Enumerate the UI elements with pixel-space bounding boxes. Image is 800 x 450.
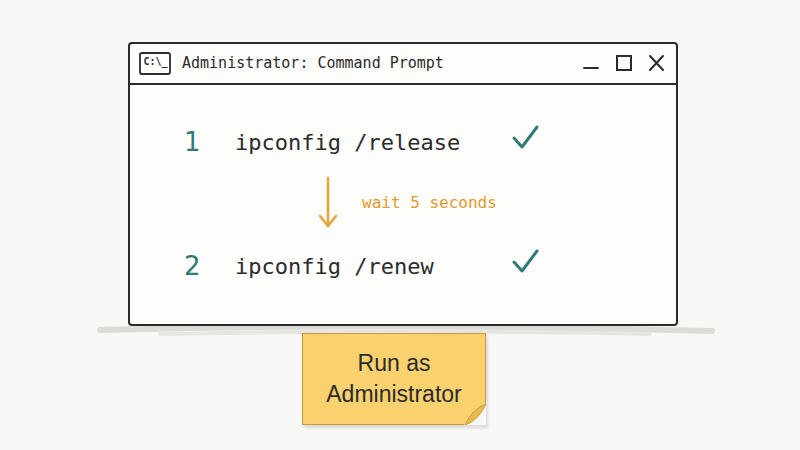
command-text: ipconfig /release [235,130,460,155]
wait-arrow [320,178,336,226]
close-button [650,56,663,70]
note-fold-shape [464,403,486,425]
edge-label: wait 5 seconds [362,193,497,212]
command-window: Administrator: Command Prompt1ipconfig /… [128,42,678,326]
window-title: Administrator: Command Prompt [182,54,444,72]
note-fold [464,403,486,425]
note-text: Run as Administrator [311,348,477,410]
check-mark [514,127,537,147]
sticky-note: Run as Administrator [302,333,486,425]
arrow-line [327,178,330,226]
window-fill [129,43,677,325]
maximize-button [617,56,631,70]
terminal-icon [140,53,170,74]
command-step: 2ipconfig /renew [180,246,434,286]
minimize-button [584,67,598,69]
note-fold-flap [465,404,486,425]
arrow-head [320,216,336,226]
title-bar-line [129,83,677,85]
icon-label: C:\_ [143,56,168,67]
step-number: 1 [180,127,235,157]
command-text: ipconfig /renew [235,254,434,279]
step-number: 2 [180,251,235,281]
command-step: 1ipconfig /release [180,122,460,162]
check-mark [514,251,537,271]
